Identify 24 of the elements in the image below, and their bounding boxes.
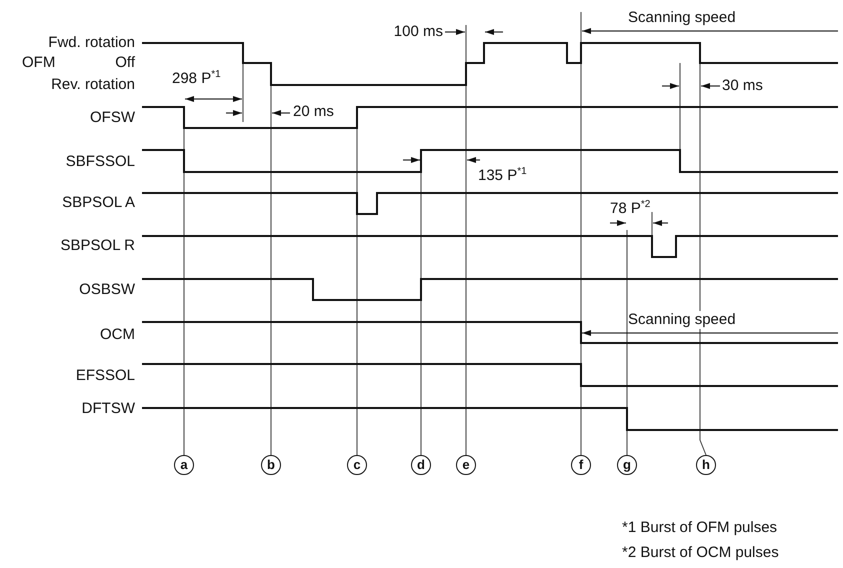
signal-name: SBPSOL A [62,194,135,212]
signal-name: OSBSW [79,281,135,299]
signal-name: SBPSOL R [60,237,135,255]
state-label: Off [115,54,135,72]
time-marker: e [456,455,476,475]
time-marker: a [174,455,194,475]
signal-name: Fwd. rotation [48,34,135,52]
time-marker: g [617,455,637,475]
time-marker: h [696,455,716,475]
time-marker: d [411,455,431,475]
signal-name: OFM [22,54,56,72]
state-label: Rev. rotation [51,76,135,94]
time-marker: f [571,455,591,475]
footnote: *2 Burst of OCM pulses [622,544,779,562]
time-marker: c [347,455,367,475]
signal-name: OFSW [90,109,135,127]
signal-name: SBFSSOL [66,153,135,171]
signal-name: OCM [100,326,135,344]
signal-name: EFSSOL [76,367,135,385]
speed-label: Scanning speed [628,9,736,27]
time-marker: b [261,455,281,475]
footnote: *1 Burst of OFM pulses [622,519,778,537]
signal-name: DFTSW [82,400,135,418]
speed-label: Scanning speed [628,311,736,329]
